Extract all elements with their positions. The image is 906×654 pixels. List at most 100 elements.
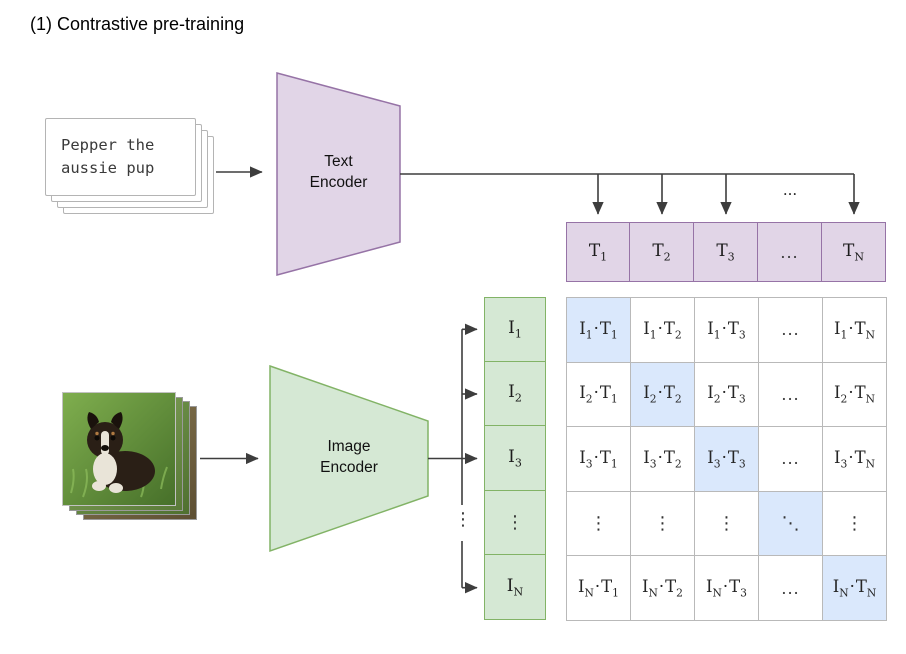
- puppy: [87, 412, 155, 493]
- i-sub: N: [712, 586, 722, 600]
- text-encoder-label-line2: Encoder: [309, 173, 368, 191]
- image-embedding-i2: I2: [484, 361, 546, 427]
- i: I: [707, 318, 714, 338]
- text-embedding-tn: TN: [822, 222, 886, 282]
- t: T: [854, 383, 866, 403]
- dot: ·: [721, 318, 727, 338]
- cell-label: IN·TN: [833, 577, 877, 599]
- t-sub: 3: [740, 586, 747, 600]
- i-sub: 3: [649, 457, 657, 471]
- i-sub: 2: [840, 392, 848, 406]
- t: T: [599, 383, 611, 403]
- i-sub: 1: [514, 327, 522, 341]
- dot: ·: [657, 318, 663, 338]
- t: T: [601, 577, 613, 597]
- i: I: [579, 447, 586, 467]
- output-line-ellipsis: ...: [782, 181, 798, 199]
- t-sub: 3: [738, 457, 746, 471]
- t: T: [727, 447, 739, 467]
- t-sub: 1: [612, 586, 619, 600]
- cell-label: IN·T1: [578, 577, 619, 599]
- matrix-cell-r4c1-vdots: ⋮: [567, 491, 631, 557]
- i-sub: 3: [840, 457, 848, 471]
- matrix-cell-r4c3-vdots: ⋮: [695, 491, 759, 557]
- t-sub: 1: [600, 250, 608, 264]
- i-sub: 1: [649, 327, 657, 341]
- i: I: [832, 577, 840, 597]
- text-embedding-t3: T3: [694, 222, 758, 282]
- text-embedding-dots: ...: [758, 222, 822, 282]
- text-input-line2: aussie pup: [61, 159, 155, 178]
- cell-label: IN·T2: [642, 577, 683, 599]
- cell-label: I2·T2: [643, 383, 681, 405]
- i: I: [707, 447, 714, 467]
- matrix-cell-r5c3: IN·T3: [695, 556, 759, 621]
- t: T: [588, 240, 601, 261]
- text-input-stack: Pepper the aussie pup: [45, 118, 245, 228]
- t: T: [854, 318, 866, 338]
- dot: ·: [657, 447, 663, 467]
- i-sub: N: [839, 586, 849, 600]
- dot: ·: [721, 447, 727, 467]
- i-sub: 2: [514, 391, 522, 405]
- i-sub: 1: [713, 327, 721, 341]
- t-sub: N: [865, 327, 875, 341]
- i-sub: 2: [713, 392, 721, 406]
- i-sub: 3: [713, 457, 721, 471]
- t-sub: 2: [674, 392, 682, 406]
- text-embedding-row: T1 T2 T3 ... TN: [566, 222, 886, 282]
- dot: ·: [722, 577, 729, 597]
- i: I: [579, 318, 586, 338]
- t: T: [727, 383, 739, 403]
- cell-label: I1·T1: [579, 319, 617, 341]
- t-sub: 1: [610, 392, 618, 406]
- text-encoder-label-line1: Text: [324, 153, 353, 170]
- t: T: [854, 447, 866, 467]
- cell-label: I3·T2: [643, 448, 681, 470]
- i: I: [833, 318, 841, 338]
- t: T: [855, 577, 867, 597]
- matrix-cell-r1c4-dots: ...: [759, 298, 823, 363]
- t-sub: 1: [610, 457, 618, 471]
- i-sub: 1: [840, 327, 848, 341]
- matrix-cell-r5c4-dots: ...: [759, 556, 823, 621]
- cell-label: I3·T1: [579, 448, 617, 470]
- matrix-cell-r5c2: IN·T2: [631, 556, 695, 621]
- i: I: [506, 575, 514, 596]
- i: I: [508, 382, 515, 403]
- t-sub: N: [866, 586, 877, 600]
- cell-label: I1: [508, 318, 522, 340]
- image-encoder-label-line2: Encoder: [320, 458, 378, 476]
- cell-label: TN: [843, 241, 864, 263]
- matrix-cell-r4c4-ddots: ⋱: [759, 491, 823, 557]
- matrix-cell-r3c2: I3·T2: [631, 427, 695, 492]
- i-sub: 3: [514, 456, 522, 470]
- text-encoder-label: Text Encoder: [277, 152, 400, 194]
- dot: ·: [848, 447, 854, 467]
- figure-title: (1) Contrastive pre-training: [30, 14, 245, 34]
- dot: ·: [721, 383, 727, 403]
- t: T: [599, 318, 611, 338]
- grass-blades: [70, 466, 168, 498]
- cell-label: IN·T3: [706, 577, 747, 599]
- matrix-cell-r1c1: I1·T1: [567, 298, 631, 363]
- matrix-cell-r1c5: I1·TN: [823, 298, 887, 363]
- matrix-cell-r4c2-vdots: ⋮: [631, 491, 695, 557]
- i-sub: 2: [585, 392, 593, 406]
- i: I: [643, 383, 650, 403]
- image-embedding-column: I1 I2 I3 ⋮ IN: [484, 297, 546, 620]
- cell-label: T2: [652, 241, 670, 263]
- cell-label: T3: [716, 241, 734, 263]
- matrix-cell-r2c5: I2·TN: [823, 362, 887, 428]
- image-encoder-label: Image Encoder: [270, 437, 428, 479]
- t-sub: 2: [676, 586, 683, 600]
- i-sub: N: [584, 586, 594, 600]
- t: T: [727, 318, 739, 338]
- text-input-line1: Pepper the: [61, 136, 155, 154]
- photo-front: [62, 392, 176, 506]
- t: T: [663, 318, 675, 338]
- i: I: [833, 383, 841, 403]
- t-sub: 2: [663, 250, 671, 264]
- cell-label: I2: [508, 382, 522, 404]
- matrix-cell-r2c1: I2·T1: [567, 362, 631, 428]
